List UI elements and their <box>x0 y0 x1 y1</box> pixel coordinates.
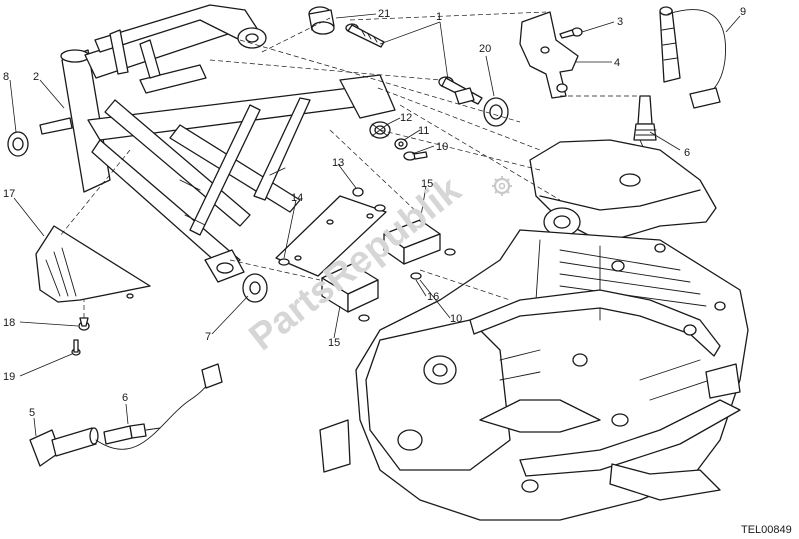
callout-6-upper: 6 <box>684 147 690 159</box>
rubber-bushing-20 <box>483 97 509 127</box>
spark-plug-6-upper <box>633 95 657 159</box>
callout-4: 4 <box>614 57 620 69</box>
rubber-bushing-7 <box>242 273 268 303</box>
rivet-18 <box>78 317 90 331</box>
callout-10-lower: 10 <box>450 313 462 325</box>
cover-17 <box>35 225 151 303</box>
screw-10-upper <box>403 151 428 161</box>
screw-3 <box>559 27 583 39</box>
callout-12: 12 <box>400 112 412 124</box>
ht-lead <box>95 363 223 450</box>
frame-assembly <box>39 4 396 283</box>
washer-11 <box>394 138 408 150</box>
callout-5: 5 <box>29 407 35 419</box>
callout-1: 1 <box>436 11 442 23</box>
callout-16: 16 <box>427 291 439 303</box>
plug-cap-5 <box>29 427 99 467</box>
bracket-4 <box>519 11 579 99</box>
leader-lines <box>9 13 741 437</box>
callout-7: 7 <box>205 331 211 343</box>
rubber-bushing-8 <box>7 131 29 157</box>
callout-11: 11 <box>418 125 429 137</box>
callout-9: 9 <box>740 6 746 18</box>
callout-18: 18 <box>3 317 15 329</box>
screw-13 <box>352 187 364 197</box>
sensor-box-15-upper <box>383 219 456 265</box>
callouts: 1 2 3 4 5 6 6 7 8 9 10 10 11 12 13 14 15… <box>3 6 746 419</box>
callout-3: 3 <box>617 16 623 28</box>
rubber-bushing-21 <box>308 6 335 35</box>
screw-16 <box>410 272 422 280</box>
engine-block <box>319 139 749 521</box>
bolt-1-lower <box>438 76 483 105</box>
ignition-coil-9 <box>659 6 726 109</box>
callout-19: 19 <box>3 371 15 383</box>
gear-icon <box>492 176 512 196</box>
callout-6-lower: 6 <box>122 392 128 404</box>
callout-8: 8 <box>3 71 9 83</box>
sensor-box-15-lower <box>321 263 379 322</box>
callout-14: 14 <box>291 192 303 204</box>
callout-15-lower: 15 <box>328 337 340 349</box>
spark-plug-6-lower <box>103 423 161 445</box>
callout-13: 13 <box>332 157 344 169</box>
callout-21: 21 <box>378 8 390 20</box>
callout-2: 2 <box>33 71 39 83</box>
reference-code: TEL00849 <box>741 524 792 536</box>
callout-17: 17 <box>3 188 15 200</box>
callout-10-upper: 10 <box>436 141 448 153</box>
assembly-lines <box>59 11 640 318</box>
mounting-plate-14 <box>275 195 387 277</box>
bolt-1-upper <box>345 23 385 48</box>
callout-20: 20 <box>479 43 491 55</box>
callout-15-upper: 15 <box>421 178 433 190</box>
screw-19 <box>71 339 81 356</box>
